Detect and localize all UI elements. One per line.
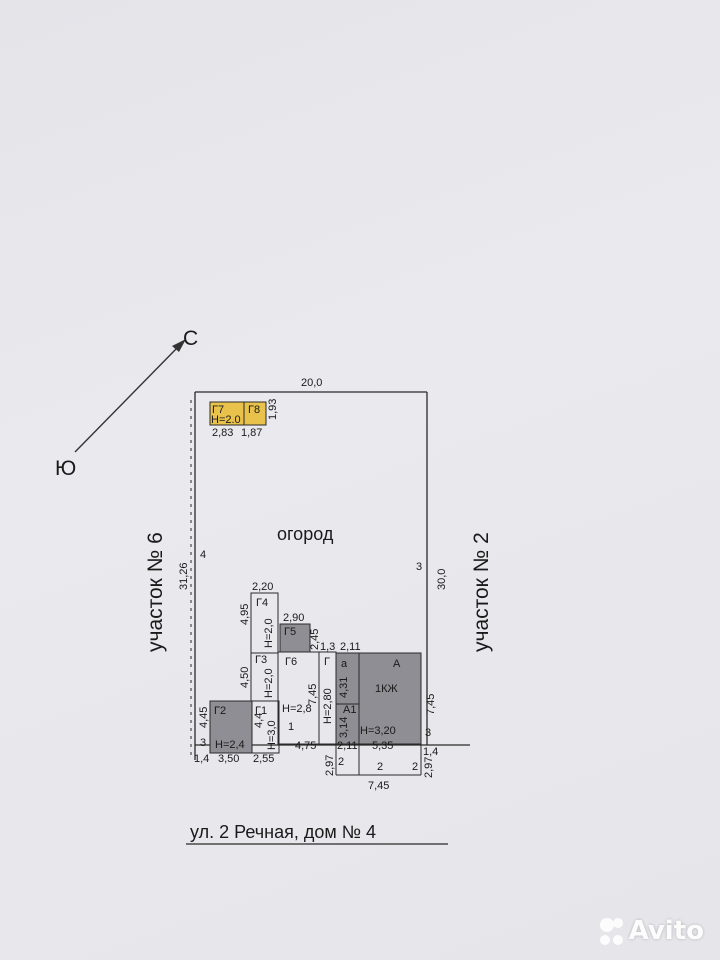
g7-label: Г7 <box>212 404 224 416</box>
g1-height-label: Н=3,0 <box>266 720 278 750</box>
g3-label: Г3 <box>255 654 267 666</box>
dim-porch-2-left: 2 <box>338 756 344 768</box>
street-caption: ул. 2 Речная, дом № 4 <box>190 822 376 842</box>
building-g <box>318 651 337 745</box>
dim-a-w: 2,11 <box>340 641 361 653</box>
g-label: Г <box>324 656 330 668</box>
compass-arrow-icon <box>172 339 186 352</box>
avito-logo-icon <box>599 917 623 945</box>
dim-a1-h: 3,14 <box>338 717 350 738</box>
g4-height-label: Н=2,0 <box>263 618 275 648</box>
building-g1 <box>251 700 280 754</box>
a-main-type-label: 1КЖ <box>375 683 398 695</box>
g6-height-label: Н=2,8 <box>282 703 312 715</box>
building-g2 <box>209 700 253 754</box>
dim-g5-w: 2,90 <box>283 612 304 624</box>
avito-watermark-text: Avito <box>628 916 704 946</box>
dim-g1-w: 2,55 <box>253 753 274 765</box>
dim-g5-h: 2,45 <box>309 629 321 650</box>
dim-porch-2-right: 2 <box>412 761 418 773</box>
dim-porch-2-97-left: 2,97 <box>324 755 336 776</box>
dim-porch-2-97-right: 2,97 <box>423 757 435 778</box>
outline-buildings <box>250 592 422 776</box>
dim-right-length: 30,0 <box>436 569 448 590</box>
garden-label: огород <box>277 524 334 544</box>
g8-label: Г8 <box>248 404 260 416</box>
compass: С Ю <box>55 327 198 480</box>
dim-g4-h: 4,95 <box>239 604 251 625</box>
g1-label: Г1 <box>255 705 267 717</box>
dim-right-side-3: 3 <box>416 561 422 573</box>
dim-g8-h: 1,93 <box>267 399 279 420</box>
dim-g1-h: 4,4 <box>253 713 265 728</box>
dim-g6-h: 7,45 <box>307 684 319 705</box>
compass-line <box>74 346 179 453</box>
dim-g2-h: 4,45 <box>198 707 210 728</box>
dim-top-width: 20,0 <box>301 377 322 389</box>
avito-watermark: Avito <box>599 916 704 946</box>
g6-label: Г6 <box>285 656 297 668</box>
a-main-height-label: Н=3,20 <box>360 725 396 737</box>
dim-g3-h: 4,50 <box>239 667 251 688</box>
dim-g7-w: 2,83 <box>212 427 233 439</box>
dim-bottom-3: 3 <box>200 737 206 749</box>
lot-1-label: 1 <box>288 721 294 733</box>
dim-a-h: 4,31 <box>338 677 350 698</box>
a-small-label: а <box>341 658 348 670</box>
g-height-label: Н=2,80 <box>322 688 334 724</box>
g3-height-label: Н=2,0 <box>263 668 275 698</box>
dim-porch-2-mid: 2 <box>377 761 383 773</box>
compass-south-label: Ю <box>55 457 76 480</box>
building-g8 <box>243 401 267 426</box>
dim-bottom-total: 7,45 <box>368 780 389 792</box>
dim-right-3: 3 <box>425 727 431 739</box>
dim-left-length: 31,26 <box>178 562 190 590</box>
a-main-label: А <box>393 658 401 670</box>
a1-label: А1 <box>343 704 356 716</box>
dim-g8-w: 1,87 <box>241 427 262 439</box>
dim-g6-w: 4,75 <box>295 740 316 752</box>
dim-left-side-4: 4 <box>200 549 206 561</box>
compass-north-label: С <box>183 327 198 350</box>
dim-main-w: 5,35 <box>372 740 393 752</box>
dim-g-w: 1,3 <box>320 641 335 653</box>
g2-height-label: Н=2,4 <box>215 739 245 751</box>
g4-label: Г4 <box>256 597 268 609</box>
dim-bottom-1-4-left: 1,4 <box>194 753 209 765</box>
neighbor-left-label: участок № 6 <box>144 532 167 652</box>
dim-a1-w: 2,11 <box>337 740 358 752</box>
dim-g2-w: 3,50 <box>218 753 239 765</box>
g7-height-label: Н=2.0 <box>211 414 241 426</box>
g2-label: Г2 <box>214 705 226 717</box>
dim-right-7-45: 7,45 <box>425 694 437 715</box>
dim-bottom-1-4-right: 1,4 <box>423 746 438 758</box>
building-g5 <box>279 623 311 653</box>
dim-g4-w: 2,20 <box>252 581 273 593</box>
g5-label: Г5 <box>284 626 296 638</box>
neighbor-right-label: участок № 2 <box>470 532 493 652</box>
